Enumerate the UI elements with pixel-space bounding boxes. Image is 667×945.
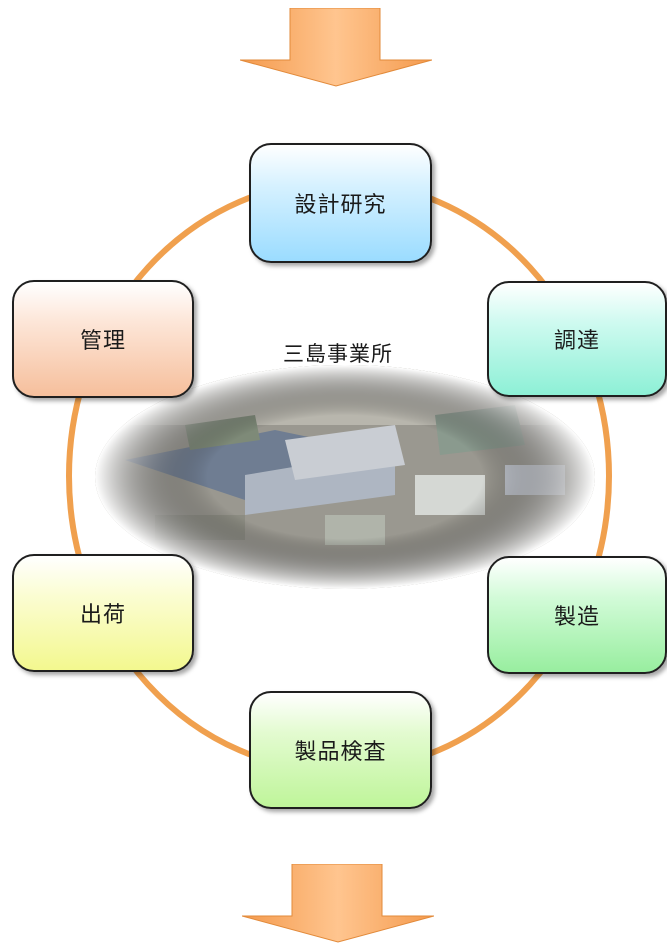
- node-product-inspection: 製品検査: [249, 691, 432, 809]
- center-label: 三島事業所: [283, 342, 393, 366]
- bottom-down-arrow-icon: [242, 864, 434, 943]
- node-design-research: 設計研究: [249, 143, 432, 263]
- factory-aerial-photo: [95, 365, 595, 589]
- node-manufacturing: 製造: [487, 556, 667, 674]
- top-down-arrow-icon: [240, 8, 432, 87]
- node-procurement: 調達: [487, 281, 667, 397]
- node-shipping: 出荷: [12, 554, 194, 672]
- node-management: 管理: [12, 280, 194, 398]
